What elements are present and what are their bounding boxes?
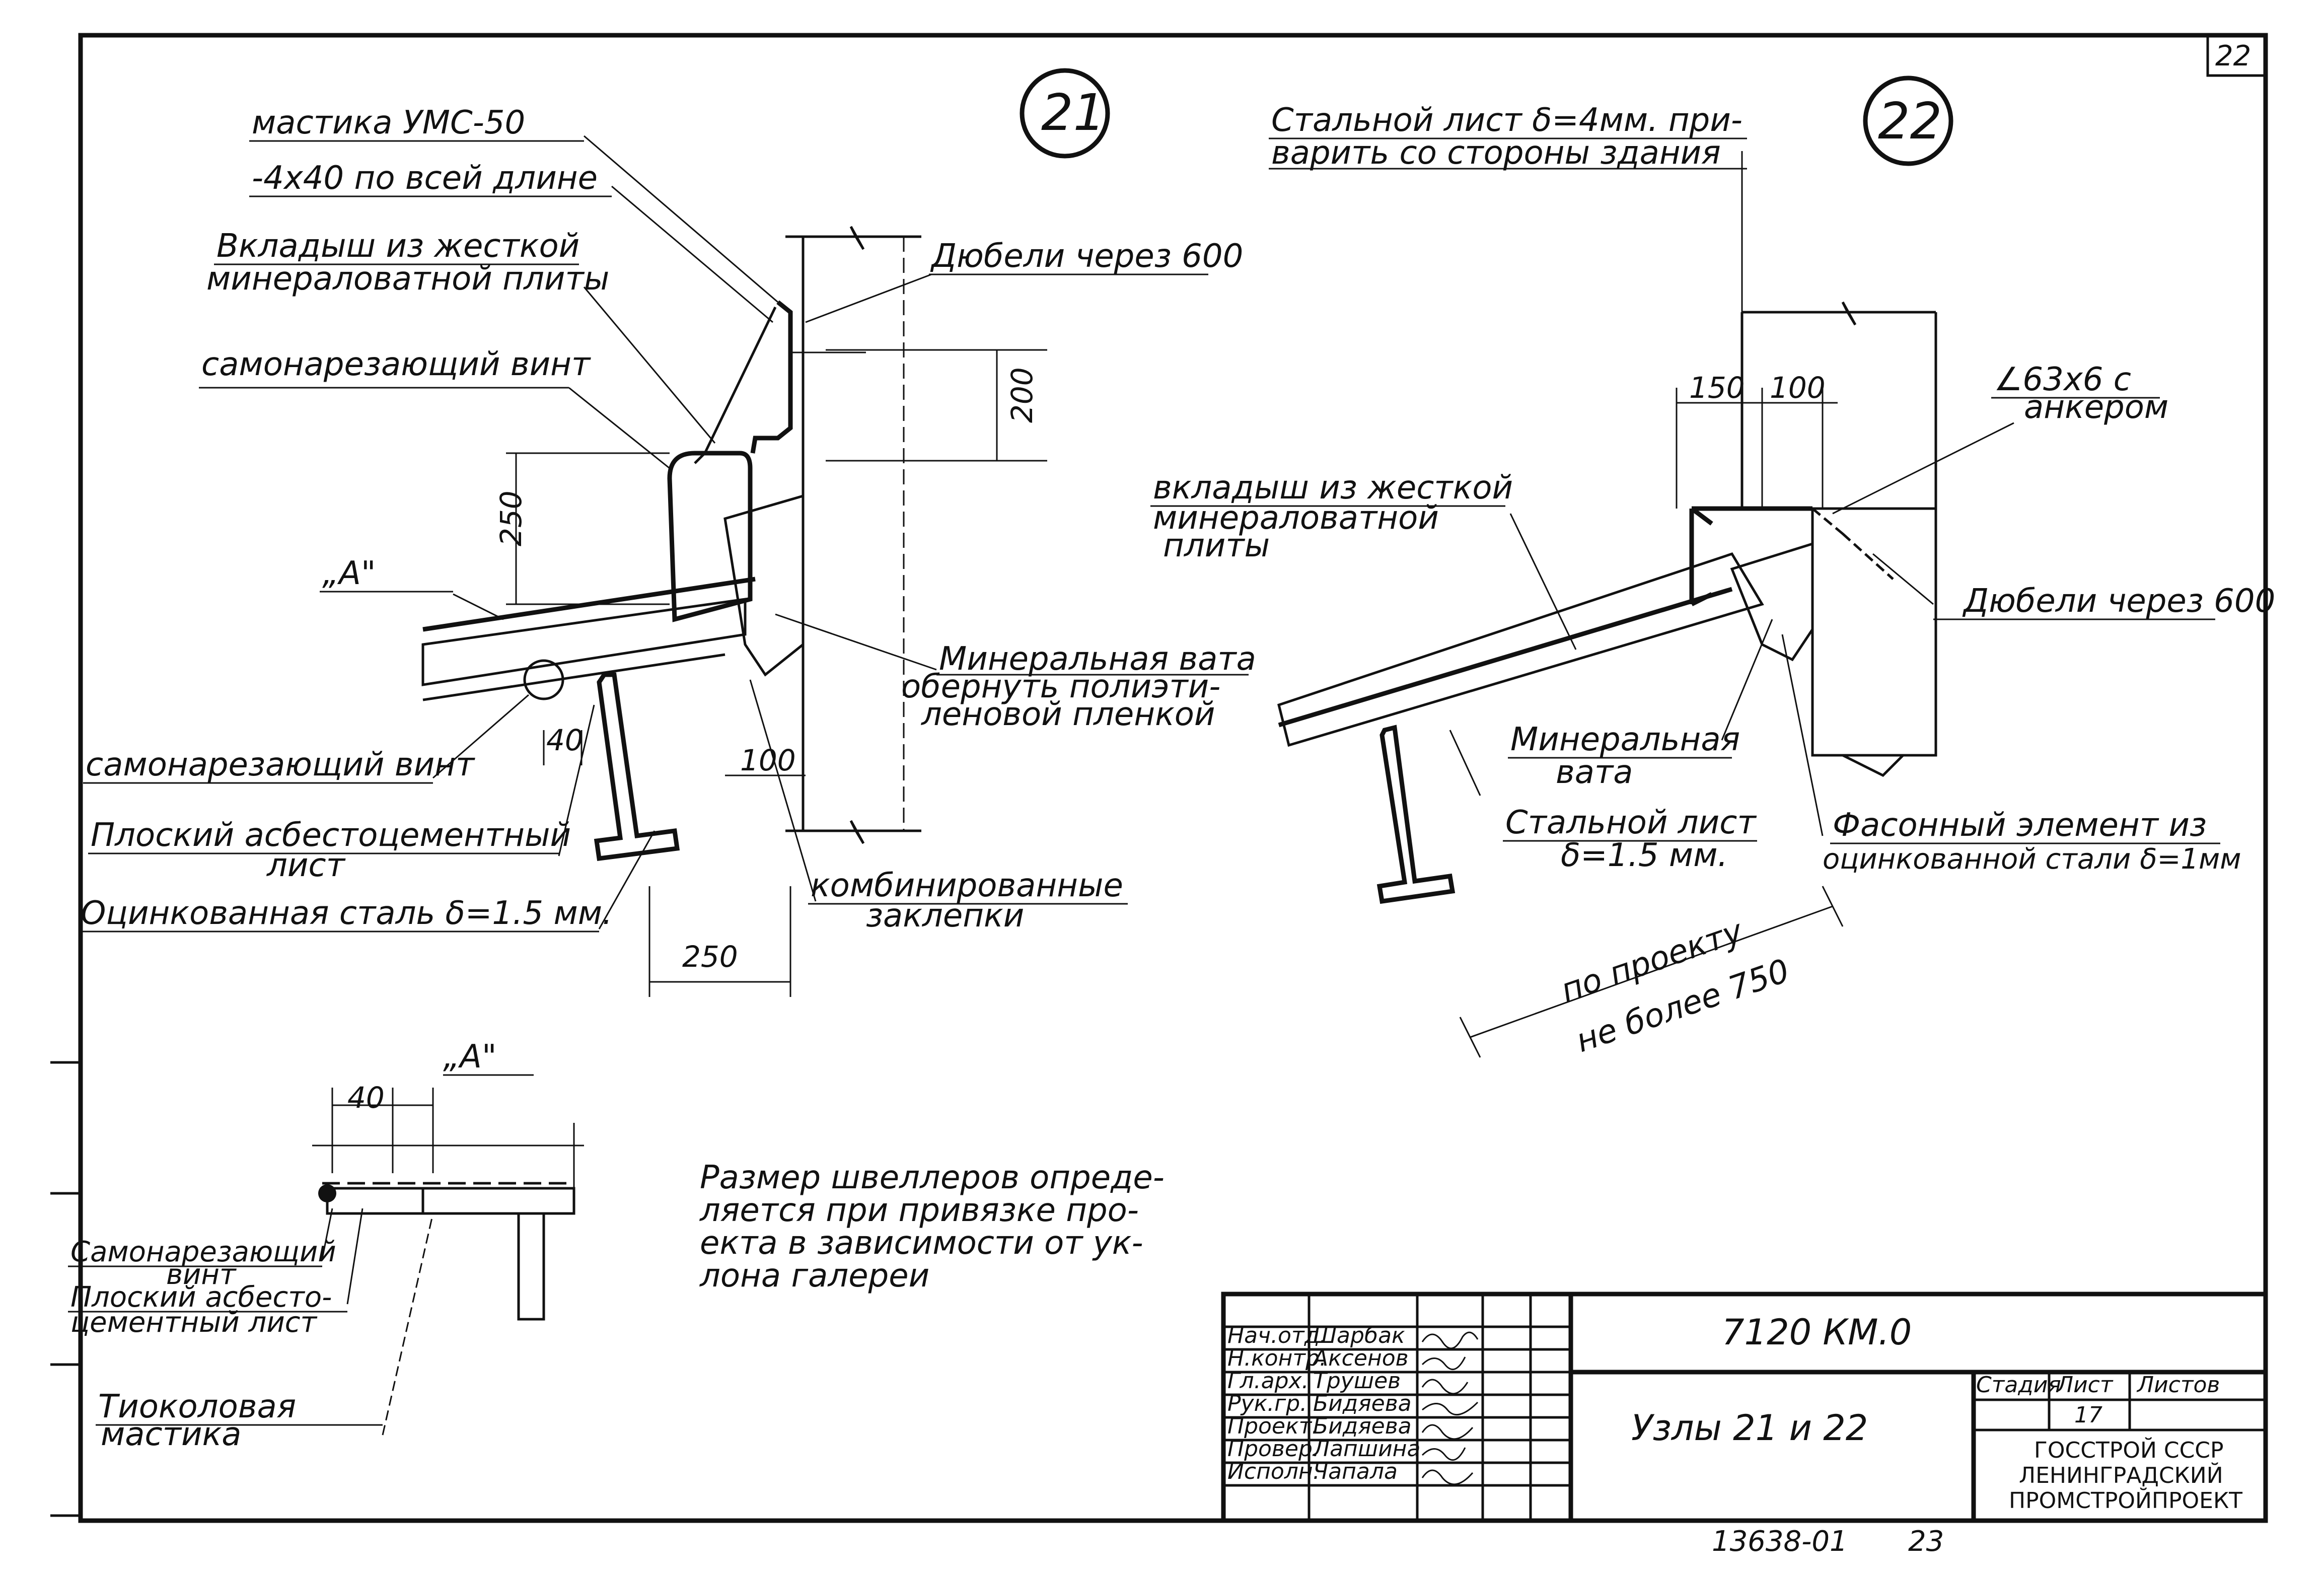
tb-role: Исполн. [1227,1459,1320,1484]
tb-org-2: ЛЕНИНГРАДСКИЙ [2019,1462,2223,1488]
dim-200: 200 [1005,367,1039,423]
dim-40: 40 [546,723,584,757]
tb-sheet-header: Лист [2056,1372,2114,1398]
node-22: 22 150 100 по проект [1150,76,2275,1060]
label-shaped-l2: оцинкованной стали δ=1мм [1823,843,2241,876]
tb-sheet-value: 17 [2074,1402,2102,1428]
label-rivets-l2: заклепки [866,897,1024,935]
label-steel-sheet-b-l2: δ=1.5 мм. [1561,837,1728,874]
wall-22 [1811,507,1937,757]
label-asbestos-21-l2: лист [266,847,346,884]
tb-name: Бидяева [1313,1391,1412,1416]
view-a-label-screw-l2: винт [166,1258,237,1291]
label-strip: -4х40 по всей длине [252,160,598,197]
view-a-dim-40: 40 [347,1081,385,1115]
view-a-label-thiokol-l2: мастика [101,1416,241,1453]
label-screw-top: самонарезающий винт [201,346,591,383]
tb-title: Узлы 21 и 22 [1631,1407,1868,1449]
title-block-names: Шарбак Аксенов Трушев Бидяева Бидяева Ла… [1312,1323,1420,1484]
dim-250-horizontal: 250 [682,940,738,974]
label-insert-22-l2: минераловатной [1153,499,1439,537]
dim-250-vertical: 250 [494,490,528,546]
label-view-a-ref: „А" [322,555,376,592]
tb-sheets-header: Листов [2136,1372,2220,1398]
rigid-insert [667,451,753,622]
label-mineral-wool-21-l2: обернуть полиэти- [901,668,1220,705]
node-21-number: 21 [1041,83,1105,142]
label-mineral-wool-21-l1: Минеральная вата [939,640,1256,678]
view-a-label-screw-l1: Самонарезающий [70,1236,336,1268]
roof-slab-21 [421,598,747,686]
note-line-3: екта в зависимости от ук- [700,1225,1143,1262]
note-block: Размер швеллеров опреде- ляется при прив… [699,1159,1165,1295]
label-insert-22-l3: плиты [1163,527,1270,564]
tb-name: Чапала [1313,1459,1398,1484]
label-steel-sheet-22-l2: варить со стороны здания [1271,134,1721,172]
tb-name: Трушев [1313,1368,1401,1394]
tb-role: Нач.отд. [1227,1323,1327,1348]
title-block: Нач.отд. Н.контр. Гл.арх. Рук.гр. Проект… [1221,1292,2268,1523]
tb-org-3: ПРОМСТРОЙПРОЕКТ [2009,1487,2242,1514]
dim-150: 150 [1689,371,1745,405]
label-dowels-22: Дюбели через 600 [1962,583,2275,620]
mineral-wool-block [723,494,805,677]
tb-role: Рук.гр. [1227,1391,1307,1416]
label-angle-l2: анкером [2024,389,2168,426]
tb-stage-header: Стадия [1976,1372,2061,1398]
note-line-2: ляется при привязке про- [699,1192,1139,1229]
label-shaped-l1: Фасонный элемент из [1833,807,2207,844]
tb-role: Н.контр. [1227,1345,1327,1371]
node-21-circle [1020,68,1110,159]
dim-100: 100 [740,743,796,777]
tb-code: 7120 КМ.0 [1722,1312,1912,1353]
tb-org-1: ГОССТРОЙ СССР [2034,1437,2224,1463]
view-a-label-thiokol-l1: Тиоколовая [98,1388,296,1425]
tb-name: Шарбак [1313,1323,1405,1348]
label-galv-steel: Оцинкованная сталь δ=1.5 мм. [81,895,612,932]
tb-role: Провер. [1227,1436,1320,1462]
node-22-circle [1863,76,1953,166]
i-beam-22 [1376,725,1456,904]
i-beam-21 [594,672,680,862]
label-steel-sheet-22-l1: Стальной лист δ=4мм. при- [1271,102,1742,139]
view-a-detail: „А" 40 Самонарезающий винт Плоский асбес… [68,1038,584,1453]
tb-name: Бидяева [1313,1413,1412,1439]
node-21: 21 200 [81,68,1256,997]
view-a-label-asbestos-l1: Плоский асбесто- [70,1281,332,1314]
label-screw-bottom: самонарезающий винт [86,746,475,783]
label-insert-21-l1: Вкладыш из жесткой [216,228,579,265]
sheet-number-corner: 22 [2215,40,2251,73]
label-steel-sheet-b-l1: Стальной лист [1505,804,1757,841]
label-mineral-wool-22-l2: вата [1556,754,1633,791]
mineral-wool-block-22 [1730,542,1814,662]
bottom-page: 23 [1908,1525,1944,1558]
tb-role: Проект. [1227,1413,1319,1439]
tb-role: Гл.арх. [1227,1368,1309,1394]
label-insert-21-l2: минераловатной плиты [206,260,609,298]
view-a-label-asbestos-l2: цементный лист [70,1306,318,1339]
signatures [1421,1331,1479,1485]
tb-name: Лапшина [1312,1436,1420,1462]
label-asbestos-21-l1: Плоский асбестоцементный [91,817,571,854]
dim-100-22: 100 [1770,371,1826,405]
view-a-title: „А" [443,1038,496,1076]
note-line-1: Размер швеллеров опреде- [700,1159,1165,1196]
label-insert-22-l1: вкладыш из жесткой [1153,469,1513,507]
node-22-number: 22 [1878,92,1942,151]
channel-22 [1689,506,1812,607]
bottom-code: 13638-01 [1712,1525,1848,1558]
title-block-roles: Нач.отд. Н.контр. Гл.арх. Рук.гр. Проект… [1227,1323,1327,1484]
label-mineral-wool-21-l3: леновой пленкой [920,696,1215,733]
note-line-4: лона галереи [699,1257,929,1295]
label-dowels-21: Дюбели через 600 [930,238,1243,275]
sheet-frame: 22 [50,33,2268,1523]
tb-name: Аксенов [1312,1345,1409,1371]
label-rivets-l1: комбинированные [811,867,1123,904]
label-mastic: мастика УМС-50 [252,104,525,141]
label-angle-l1: ∠63х6 с [1994,361,2131,398]
label-mineral-wool-22-l1: Минеральная [1510,721,1740,758]
roof-slab-22 [1277,552,1764,747]
